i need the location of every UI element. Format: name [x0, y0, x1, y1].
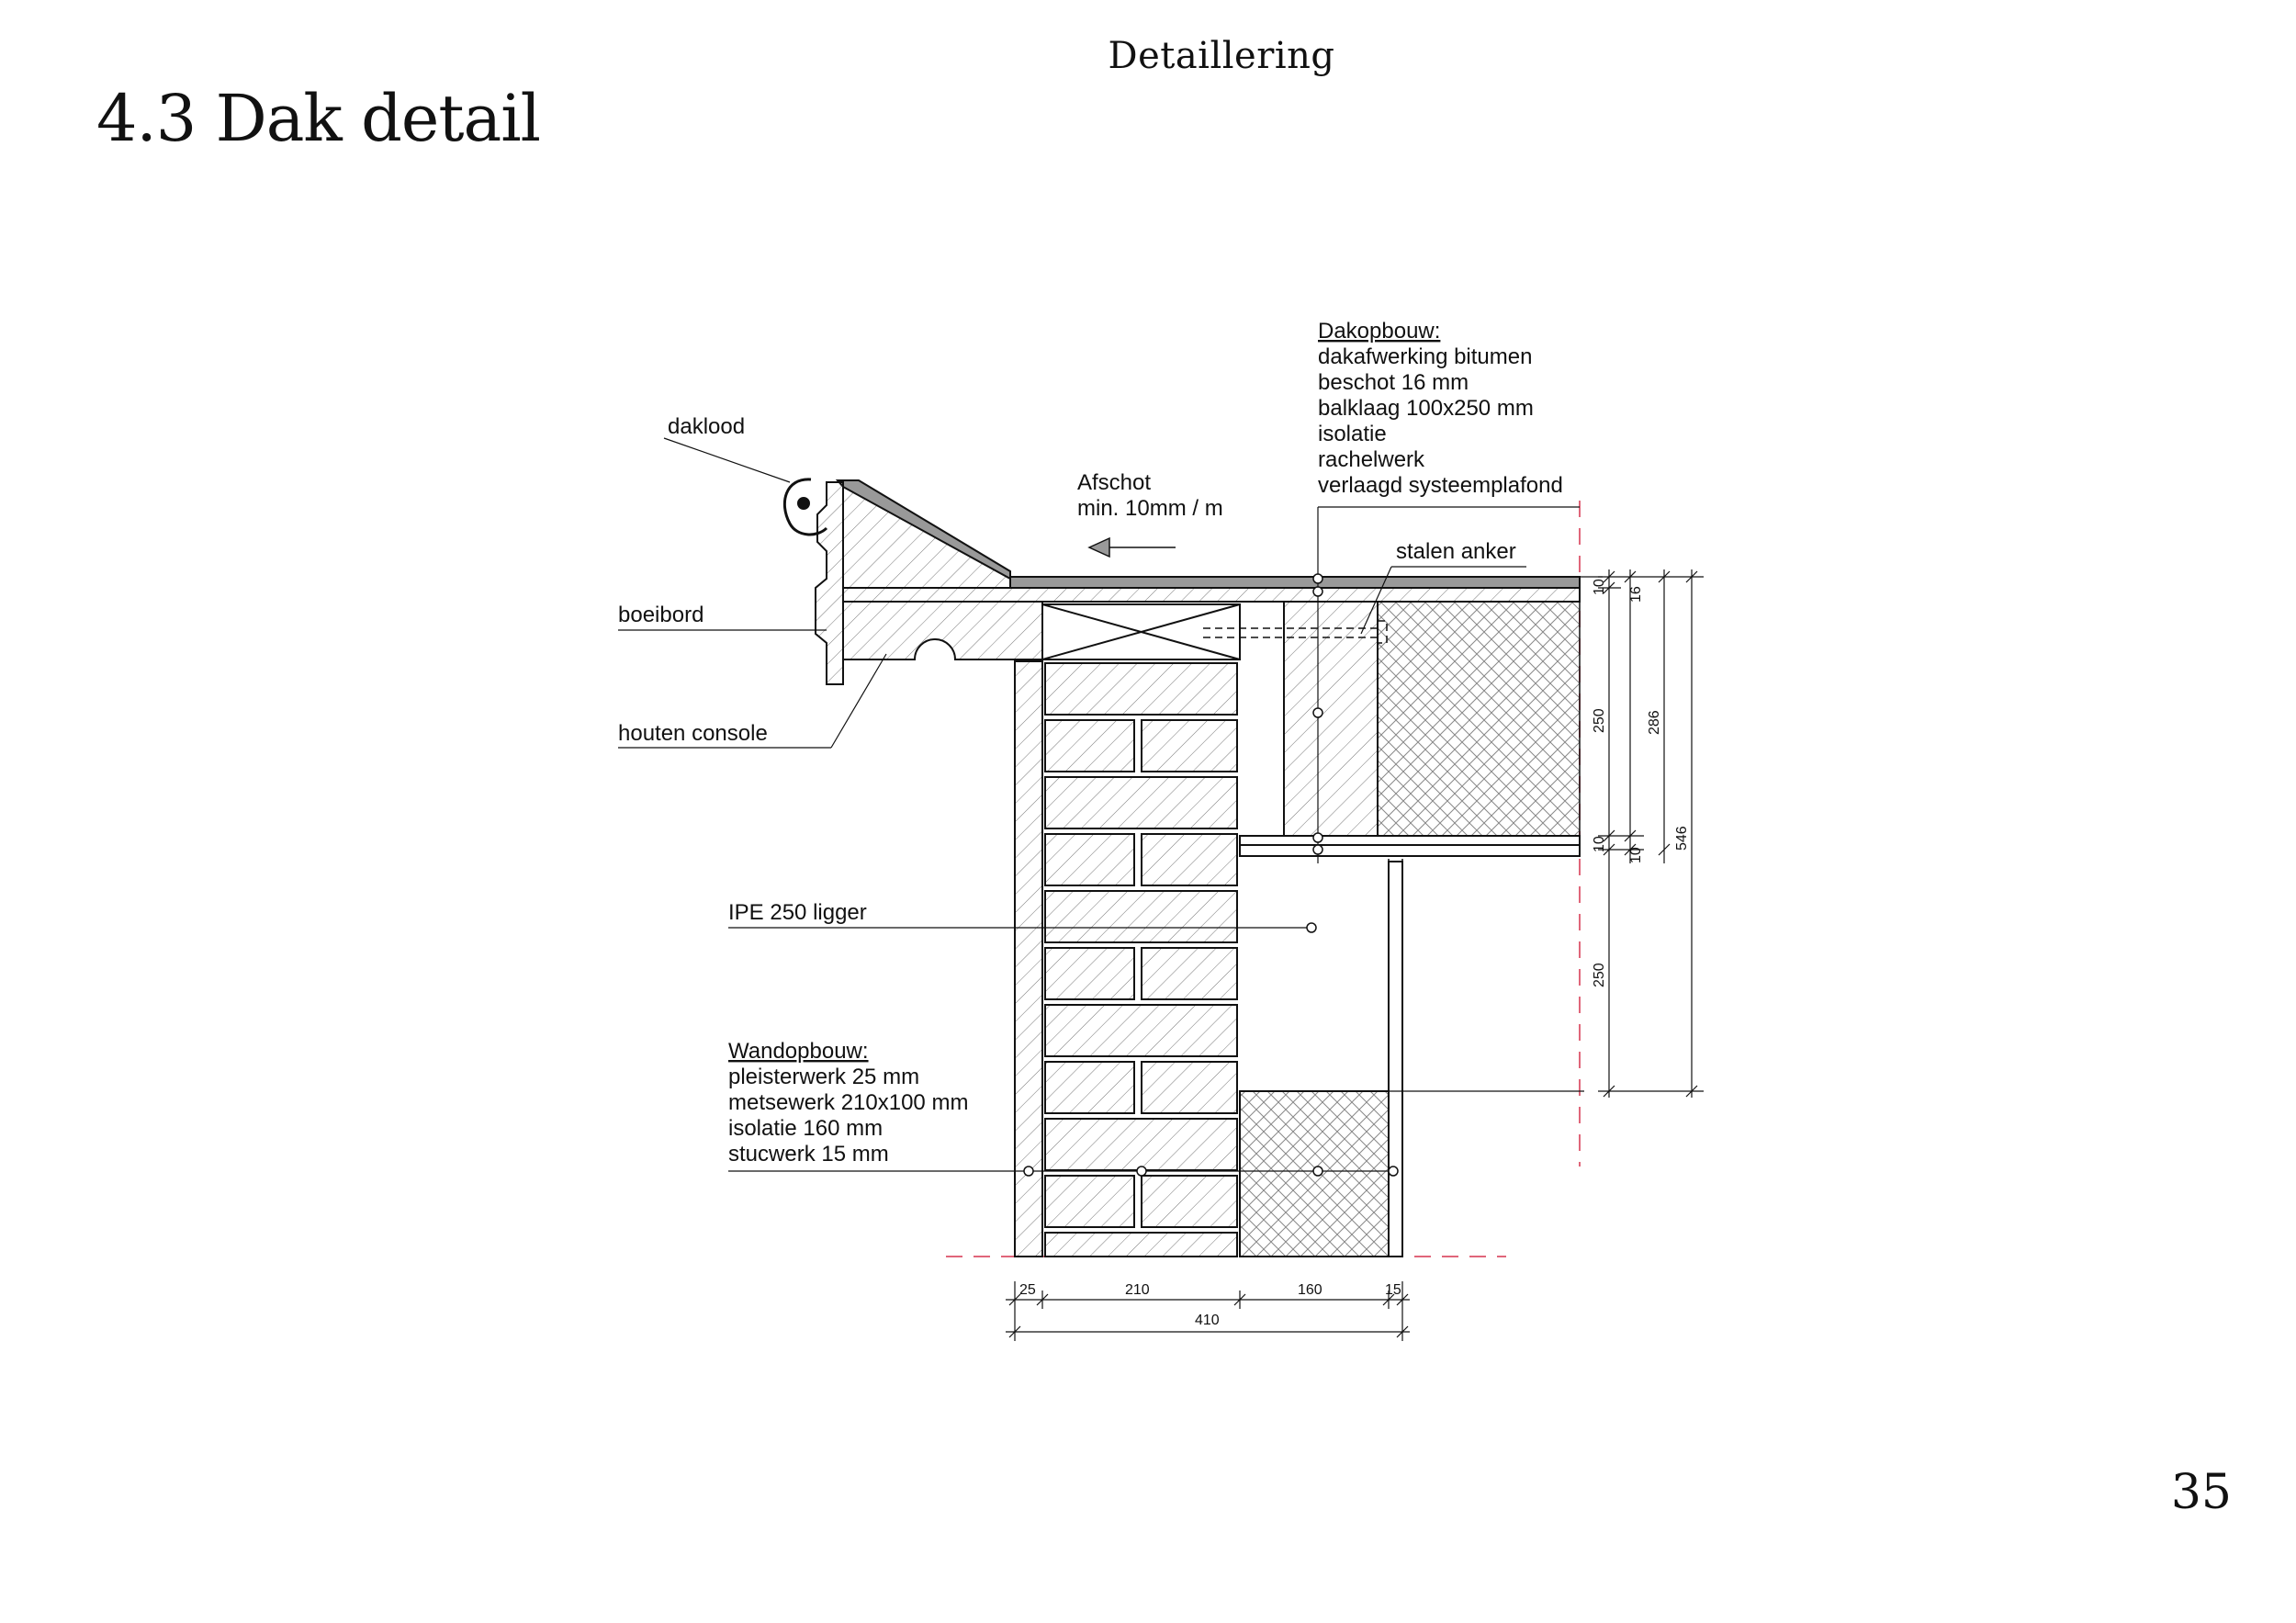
- dim-right-546: 546: [1674, 826, 1690, 851]
- label-afschot: Afschot: [1077, 470, 1151, 495]
- brick: [1044, 1061, 1135, 1114]
- wandopbouw-line: pleisterwerk 25 mm: [728, 1065, 919, 1089]
- right-dimension-lines: [1598, 569, 1704, 1098]
- bottom-dimension-lines: [1006, 1281, 1410, 1341]
- dim-right-286: 286: [1647, 710, 1662, 735]
- label-daklood: daklood: [668, 414, 745, 439]
- leader-dots: [1023, 573, 1399, 1177]
- brick: [1141, 1175, 1238, 1228]
- dakopbouw-heading: Dakopbouw:: [1318, 319, 1440, 344]
- brick: [1044, 1004, 1238, 1057]
- wall-insulation: [1239, 861, 1403, 1257]
- dim-wall-total: 410: [1195, 1313, 1220, 1328]
- roof-joist: [1283, 601, 1379, 837]
- steel-anchor: [1203, 620, 1388, 644]
- wandopbouw-legend: Wandopbouw: pleisterwerk 25 mm metsewerk…: [728, 1039, 968, 1167]
- label-stalen-anker: stalen anker: [1396, 539, 1516, 564]
- brick: [1044, 662, 1238, 716]
- brick: [1044, 1118, 1238, 1171]
- dakopbouw-line: dakafwerking bitumen: [1318, 344, 1532, 369]
- brick: [1141, 947, 1238, 1000]
- brick: [1044, 719, 1135, 772]
- dim-right-10-bottom: 10: [1592, 836, 1607, 852]
- label-ipe-ligger: IPE 250 ligger: [728, 900, 867, 925]
- dim-right-10-top: 10: [1592, 579, 1607, 595]
- wandopbouw-line: metsewerk 210x100 mm: [728, 1090, 968, 1115]
- eaves-construction: [782, 478, 1043, 685]
- roof-deck: [842, 576, 1581, 603]
- roof-insulation: [1377, 601, 1581, 837]
- dim-right-250-top: 250: [1592, 708, 1607, 733]
- brick: [1044, 776, 1238, 829]
- brick: [1044, 1232, 1238, 1257]
- plaster-layer: [1014, 660, 1043, 1257]
- brick: [1044, 890, 1238, 943]
- brick: [1141, 719, 1238, 772]
- section-header: Detaillering: [1108, 35, 1335, 77]
- brick: [1141, 1061, 1238, 1114]
- masonry-wall: [1044, 662, 1238, 1257]
- wandopbouw-line: isolatie 160 mm: [728, 1116, 883, 1141]
- wall-top-plate: [1041, 603, 1241, 660]
- dakopbouw-line: verlaagd systeemplafond: [1318, 473, 1563, 498]
- label-houten-console: houten console: [618, 721, 768, 746]
- dim-right-10: 10: [1628, 847, 1644, 863]
- dim-masonry: 210: [1125, 1282, 1150, 1298]
- brick: [1044, 1175, 1135, 1228]
- dim-insulation: 160: [1298, 1282, 1322, 1298]
- dakopbouw-line: isolatie: [1318, 422, 1387, 446]
- wandopbouw-line: stucwerk 15 mm: [728, 1142, 889, 1167]
- ceiling-layers: [1239, 835, 1581, 857]
- dim-stucco: 15: [1385, 1282, 1401, 1298]
- brick: [1044, 833, 1135, 886]
- dakopbouw-line: beschot 16 mm: [1318, 370, 1469, 395]
- dakopbouw-legend: Dakopbouw: dakafwerking bitumen beschot …: [1318, 319, 1563, 498]
- brick: [1044, 947, 1135, 1000]
- dim-right-16: 16: [1628, 586, 1644, 603]
- ceiling-hidden-lines: [1388, 859, 1403, 1091]
- brick: [1141, 833, 1238, 886]
- page-number: 35: [2170, 1465, 2232, 1520]
- page-title: 4.3 Dak detail: [96, 81, 541, 156]
- dim-plaster: 25: [1019, 1282, 1036, 1298]
- slope-arrow: [1087, 536, 1176, 558]
- dakopbouw-line: balklaag 100x250 mm: [1318, 396, 1534, 421]
- dim-right-250-bottom: 250: [1592, 963, 1607, 987]
- label-afschot-min: min. 10mm / m: [1077, 496, 1223, 521]
- label-boeibord: boeibord: [618, 603, 703, 627]
- wandopbouw-heading: Wandopbouw:: [728, 1039, 869, 1064]
- dakopbouw-line: rachelwerk: [1318, 447, 1425, 472]
- leader-lines: [618, 437, 1603, 1172]
